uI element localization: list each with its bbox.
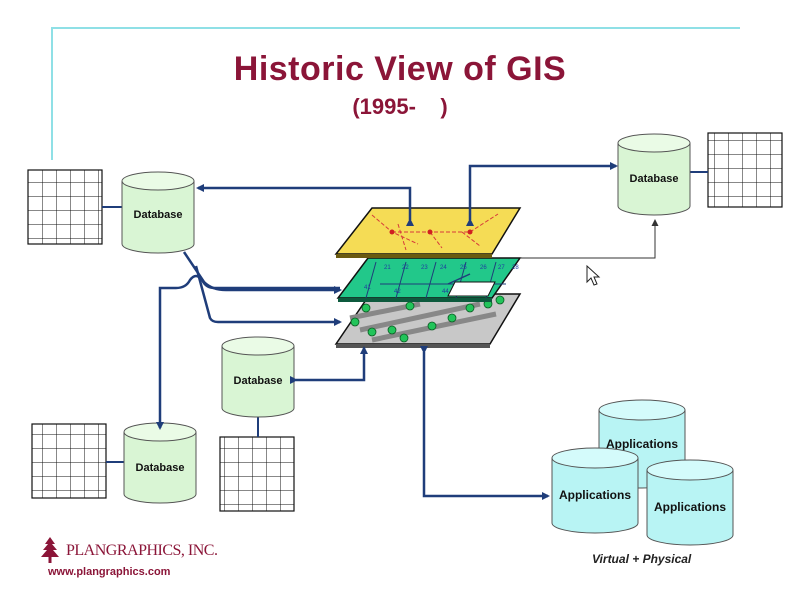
tree-logo-icon: [41, 537, 59, 563]
database-cylinder-center: Database: [221, 336, 295, 418]
svg-text:28: 28: [512, 265, 519, 271]
svg-text:27: 27: [498, 265, 505, 271]
database-label: Database: [234, 375, 283, 387]
database-cylinder-bottom-left: Database: [123, 422, 197, 504]
arrow-db-top-right-to-top-layer: [466, 162, 618, 226]
table-grid-bottom-center: [219, 415, 295, 512]
virtual-physical-caption: Virtual + Physical: [592, 552, 692, 566]
slide-subtitle: (1995- ): [352, 94, 448, 119]
applications-label: Applications: [559, 488, 631, 502]
database-label: Database: [630, 173, 679, 185]
applications-cylinder-front-left: Applications: [551, 447, 639, 534]
applications-cylinder-front-right: Applications: [646, 459, 734, 546]
frame-line: [51, 27, 740, 160]
database-label: Database: [136, 462, 185, 474]
map-layer-stack: 21 22 23 24 25 26 27 28 41 42 44: [334, 207, 522, 348]
brand-url: www.plangraphics.com: [48, 566, 171, 578]
svg-text:42: 42: [394, 289, 401, 295]
arrow-db-center-to-stack: [290, 346, 368, 384]
database-cylinder-top-left: Database: [121, 171, 195, 254]
brand-name: PLANGRAPHICS, INC.: [66, 542, 218, 559]
arrow-db-top-left-to-middle-layer: [182, 251, 342, 294]
map-layer-middle: [336, 257, 522, 299]
arrow-db-bottom-left-to-stack: [156, 274, 340, 430]
database-label: Database: [134, 209, 183, 221]
svg-text:26: 26: [480, 265, 487, 271]
svg-text:23: 23: [421, 265, 428, 271]
svg-text:22: 22: [402, 265, 409, 271]
svg-text:25: 25: [460, 265, 467, 271]
database-cylinder-top-right: Database: [617, 133, 691, 216]
svg-text:21: 21: [384, 265, 391, 271]
applications-label: Applications: [606, 437, 678, 451]
arrow-db-top-left-to-top-layer: [196, 184, 414, 226]
arrow-applications-to-stack: [420, 346, 550, 500]
svg-text:24: 24: [440, 265, 447, 271]
table-grid-top-left: [27, 169, 122, 245]
svg-text:44: 44: [442, 289, 449, 295]
arrow-db-top-left-to-base-layer: [194, 265, 342, 326]
mouse-cursor-icon: [586, 264, 601, 286]
table-grid-top-right: [690, 132, 783, 208]
slide-title: Historic View of GIS: [233, 50, 567, 88]
table-grid-bottom-left: [31, 423, 124, 499]
applications-label: Applications: [654, 500, 726, 514]
svg-text:41: 41: [364, 285, 371, 291]
thin-connector-top-right: [520, 219, 659, 259]
map-layer-number-labels: 21 22 23 24 25 26 27 28 41 42 44: [364, 265, 519, 295]
